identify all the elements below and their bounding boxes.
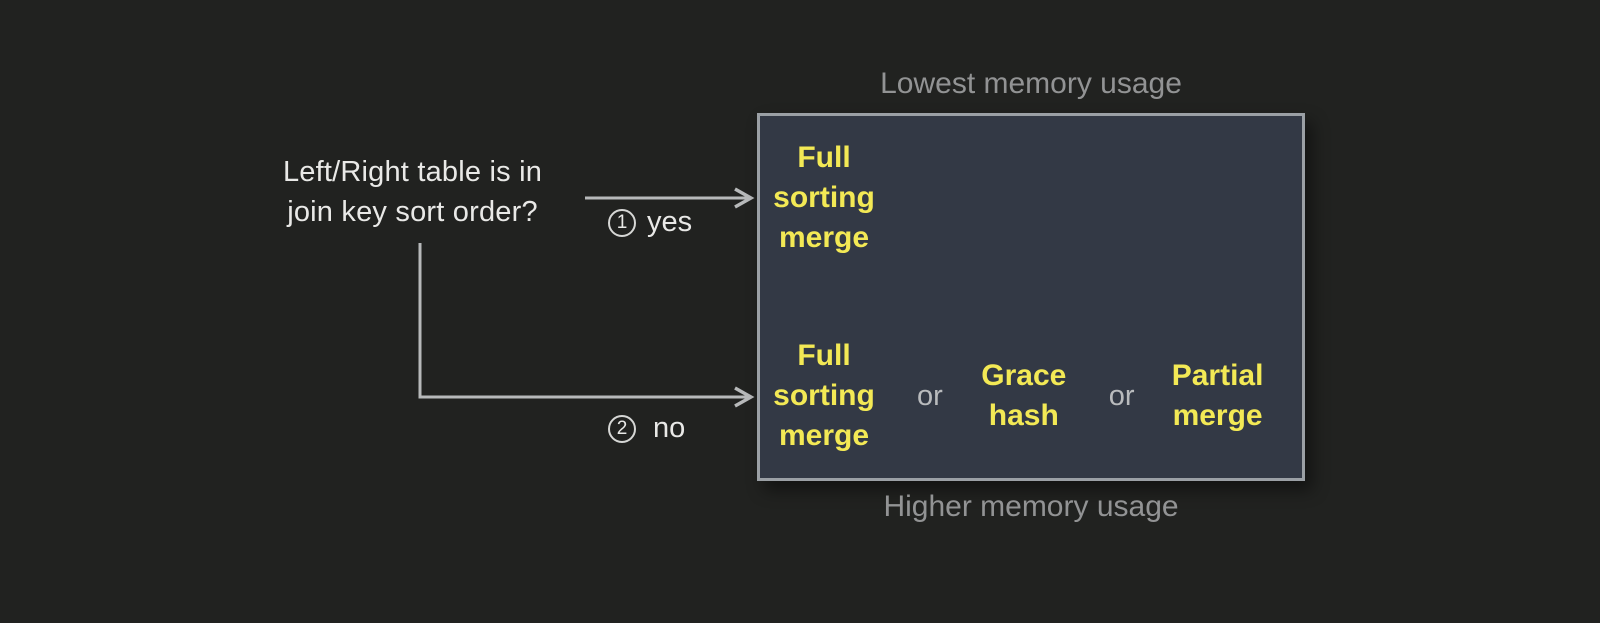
box-row-sorted: Full sorting merge: [760, 116, 1302, 280]
strategy-grace-hash: Grace hash: [981, 359, 1067, 432]
circled-number-1-icon: 1: [608, 208, 636, 237]
strategy-full-sorting-merge: Full sorting merge: [773, 141, 875, 254]
strategy-partial-merge: Partial merge: [1171, 359, 1264, 432]
caption-lowest-memory: Lowest memory usage: [880, 67, 1182, 100]
branch-label-yes: 1 yes: [608, 206, 692, 239]
arrow-yes-head-icon: [734, 187, 755, 209]
caption-higher-memory: Higher memory usage: [883, 490, 1179, 523]
strategy-full-sorting-merge: Full sorting merge: [773, 339, 875, 452]
branch-no-text: no: [653, 412, 686, 444]
circled-number-2-icon: 2: [608, 414, 636, 443]
arrow-no-head-icon: [734, 386, 755, 408]
or-separator: or: [1108, 379, 1135, 412]
branch-yes-text: yes: [647, 206, 693, 238]
box-row-unsorted: Full sorting merge or Grace hash or Part…: [760, 304, 1302, 488]
question-text: Left/Right table is in join key sort ord…: [282, 156, 543, 228]
branch-label-no: 2 no: [608, 412, 685, 445]
or-separator: or: [917, 379, 943, 412]
join-strategy-box: Full sorting merge Full sorting merge or…: [757, 113, 1305, 481]
arrow-no-line: [418, 243, 748, 399]
